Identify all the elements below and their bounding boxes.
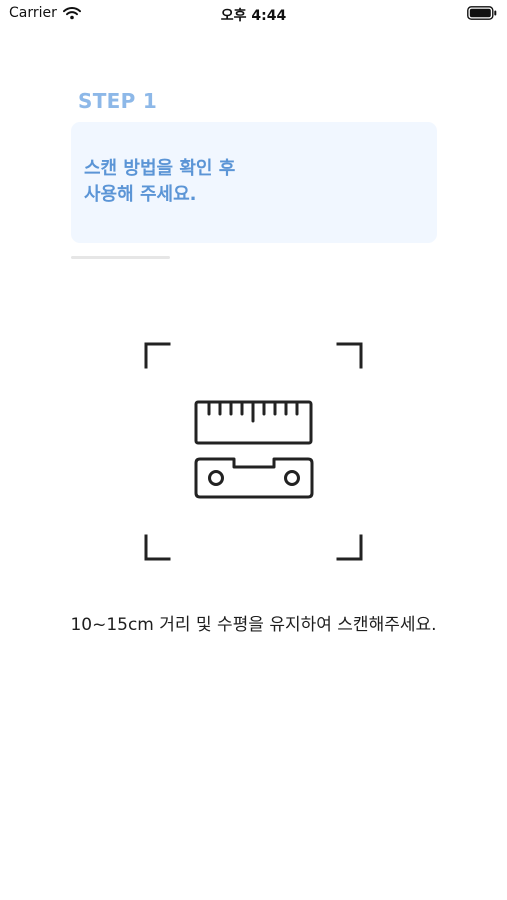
carrier-label: Carrier — [9, 5, 57, 21]
wifi-icon — [62, 7, 81, 20]
scan-instruction: 10~15cm 거리 및 수평을 유지하여 스캔해주세요. — [70, 615, 437, 635]
ruler-level-icon — [194, 400, 314, 499]
guide-text-line-1: 스캔 방법을 확인 후 — [84, 158, 236, 179]
status-time: 오후 4:44 — [220, 8, 287, 24]
level-body — [194, 457, 314, 499]
step-progress-fill — [71, 256, 170, 259]
guide-card: 스캔 방법을 확인 후 사용해 주세요. — [71, 122, 437, 243]
viewfinder-corners — [144, 342, 363, 561]
step-label: STEP 1 — [78, 89, 158, 113]
corner-bottom-left — [144, 534, 171, 561]
scan-frame — [143, 341, 364, 562]
corner-top-left — [144, 342, 171, 369]
level-right-vial — [284, 470, 300, 486]
carrier-indicator: Carrier — [9, 5, 81, 21]
step-progress-bar — [71, 256, 437, 259]
guide-text-line-2: 사용해 주세요. — [84, 184, 197, 205]
ruler-ticks — [207, 400, 299, 423]
level-left-vial — [208, 470, 224, 486]
corner-top-right — [336, 342, 363, 369]
status-bar: Carrier 오후 4:44 — [0, 0, 507, 28]
battery-icon — [467, 6, 497, 20]
corner-bottom-right — [336, 534, 363, 561]
